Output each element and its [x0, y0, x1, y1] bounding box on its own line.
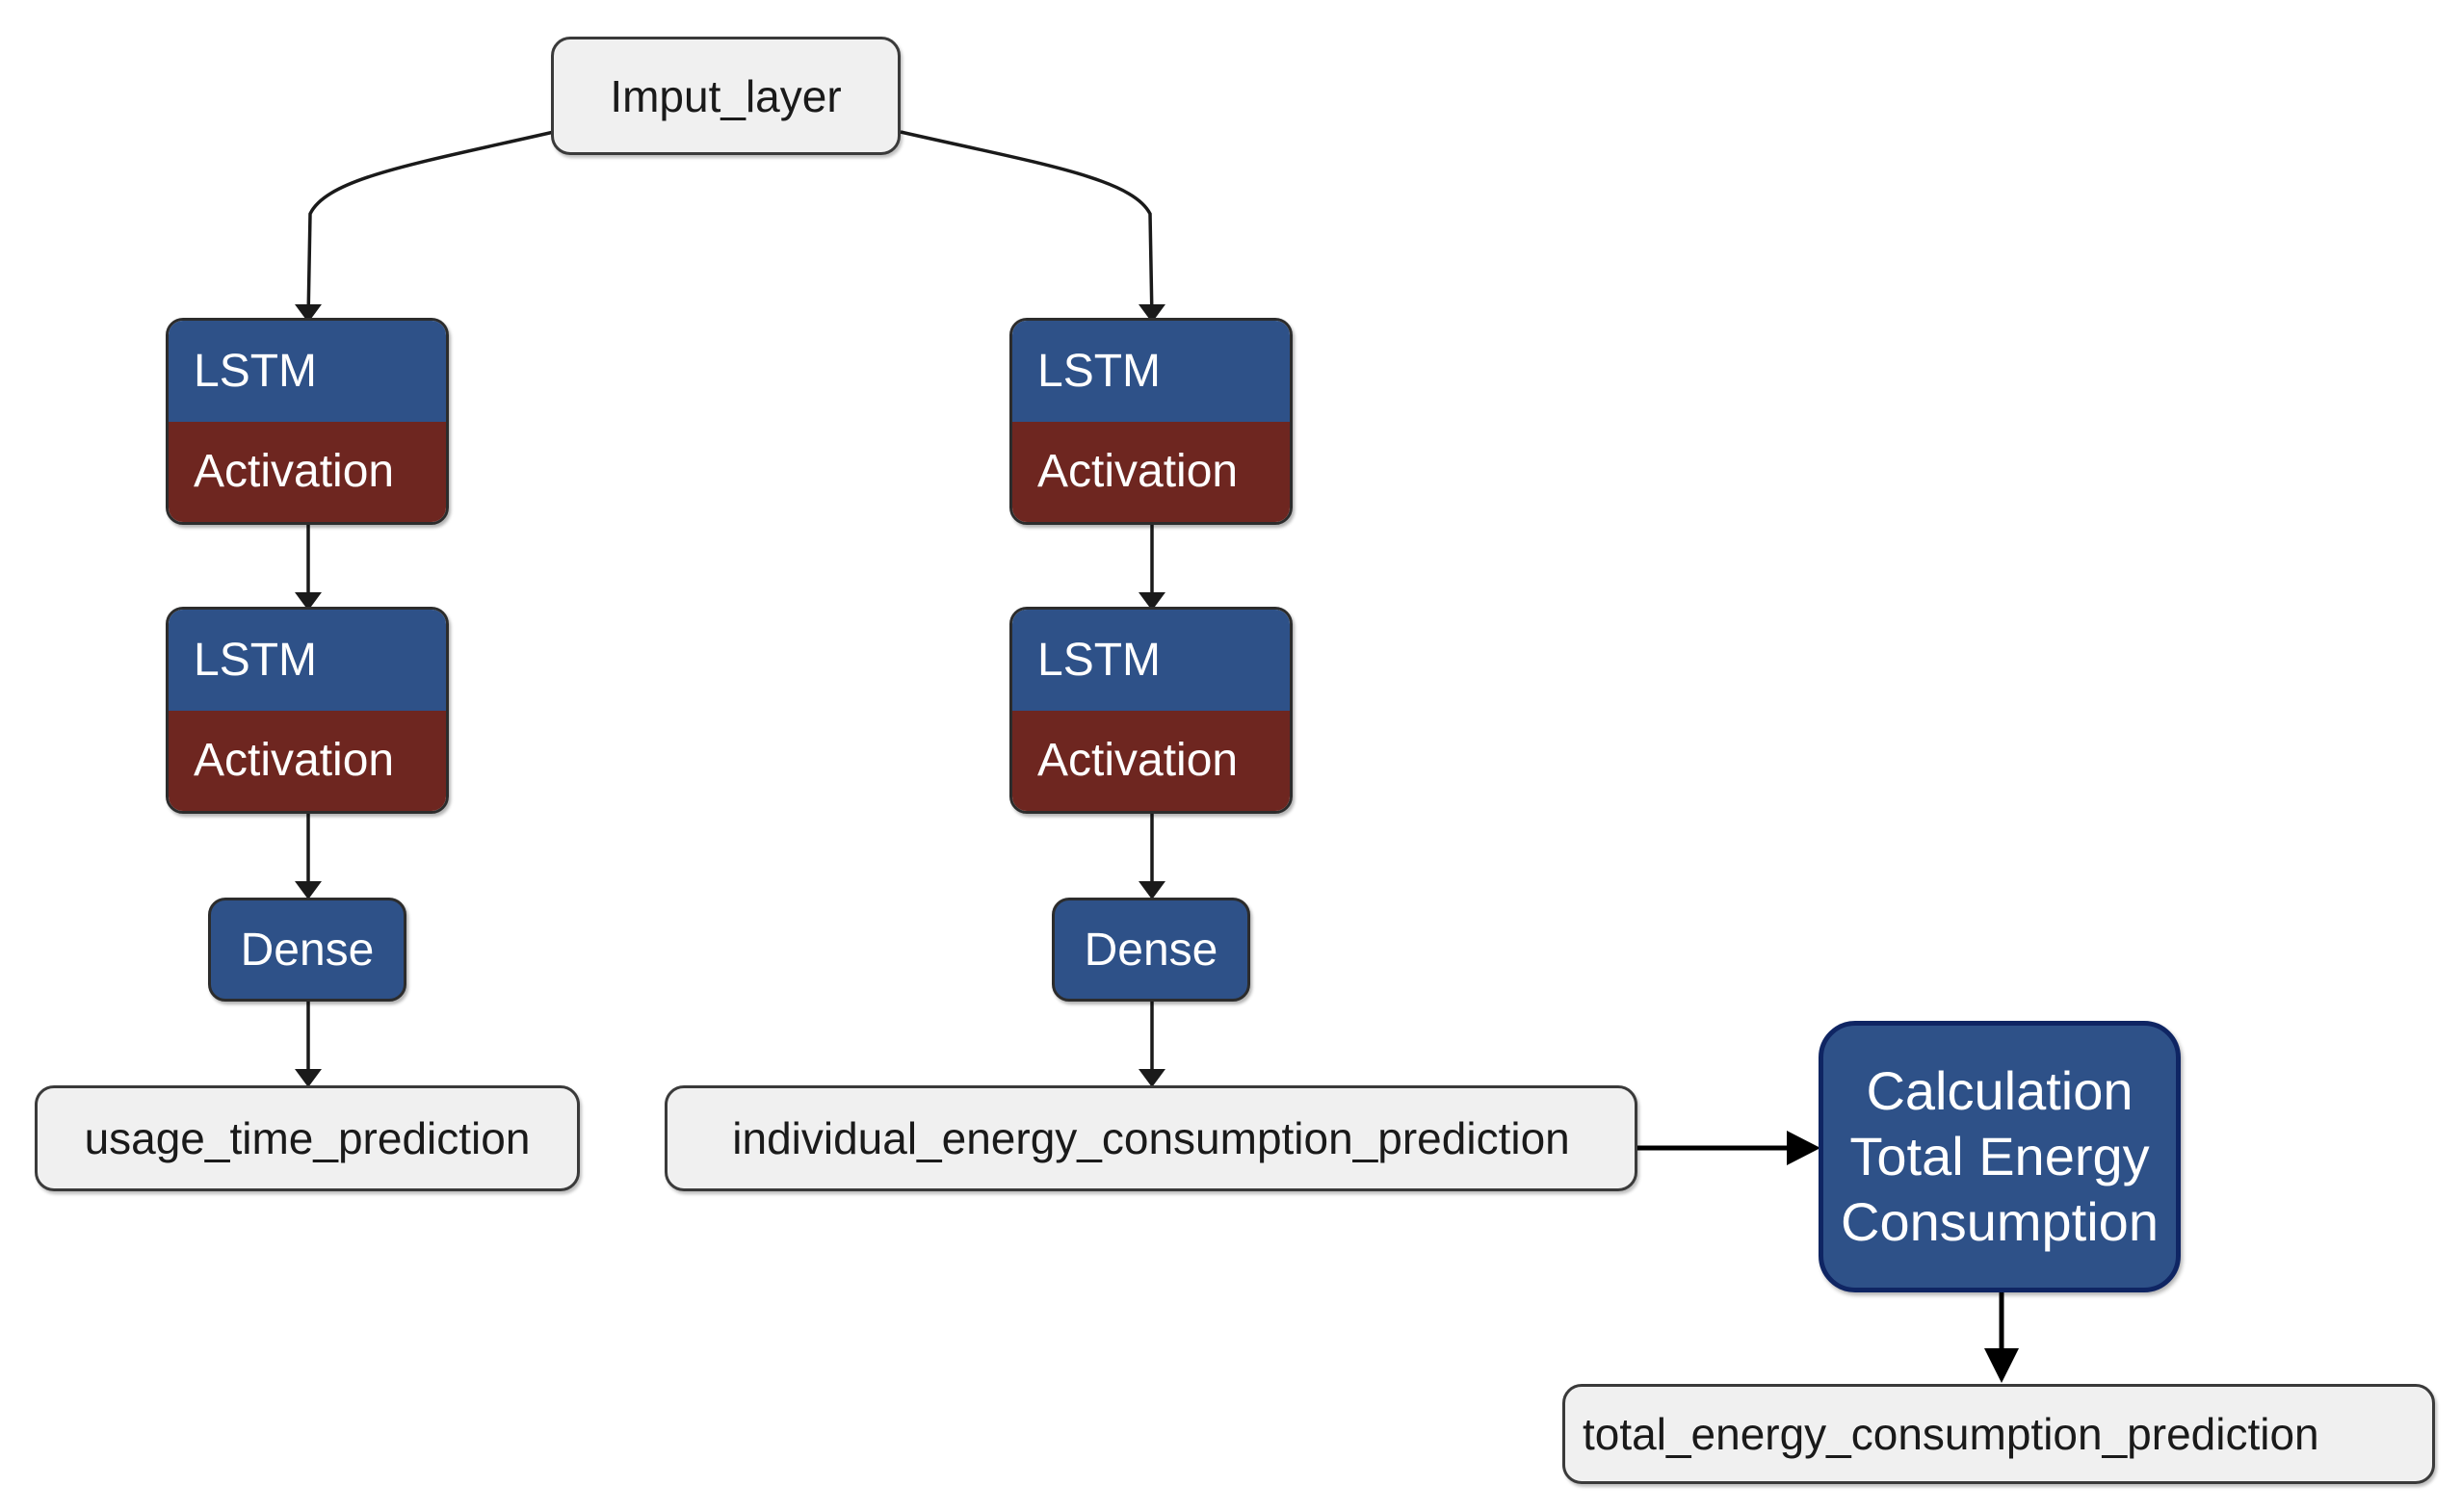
calculation-line-3: Consumption — [1841, 1191, 2159, 1252]
left-block1-to-block2-edge — [295, 525, 322, 611]
right-dense-node: Dense — [1052, 898, 1250, 1002]
calculation-line-2: Total Energy — [1849, 1126, 2150, 1186]
calculation-line-1: Calculation — [1866, 1060, 2134, 1121]
right-dense-to-output-edge — [1139, 1002, 1165, 1087]
total-energy-consumption-prediction-node: total_energy_consumption_prediction — [1562, 1384, 2435, 1484]
left-block2-to-dense-edge — [295, 814, 322, 899]
dense-label: Dense — [1084, 924, 1218, 976]
lstm-label: LSTM — [1012, 610, 1290, 711]
activation-label: Activation — [169, 710, 446, 811]
left-dense-node: Dense — [208, 898, 406, 1002]
left-dense-to-output-edge — [295, 1002, 322, 1087]
activation-label: Activation — [1012, 710, 1290, 811]
right-block1-to-block2-edge — [1139, 525, 1165, 611]
lstm-label: LSTM — [169, 321, 446, 422]
dense-label: Dense — [240, 924, 375, 976]
activation-label: Activation — [1012, 421, 1290, 522]
left-lstm-activation-block-2: LSTM Activation — [166, 607, 449, 814]
input-layer-node: Imput_layer — [551, 37, 901, 155]
input-to-left-edge — [295, 130, 555, 323]
right-lstm-activation-block-1: LSTM Activation — [1009, 318, 1293, 525]
lstm-label: LSTM — [1012, 321, 1290, 422]
calculation-total-energy-node: Calculation Total Energy Consumption — [1819, 1021, 2181, 1292]
left-lstm-activation-block-1: LSTM Activation — [166, 318, 449, 525]
usage-time-prediction-node: usage_time_prediction — [35, 1085, 580, 1191]
individual-energy-consumption-prediction-node: individual_energy_consumption_prediction — [665, 1085, 1637, 1191]
right-lstm-activation-block-2: LSTM Activation — [1009, 607, 1293, 814]
calculation-to-final-edge — [1984, 1290, 2019, 1383]
total-energy-consumption-prediction-label: total_energy_consumption_prediction — [1583, 1409, 2319, 1459]
lstm-label: LSTM — [169, 610, 446, 711]
right-block2-to-dense-edge — [1139, 814, 1165, 899]
individual-energy-consumption-prediction-label: individual_energy_consumption_prediction — [732, 1113, 1570, 1163]
input-layer-label: Imput_layer — [610, 70, 842, 121]
input-to-right-edge — [900, 130, 1165, 323]
usage-time-prediction-label: usage_time_prediction — [84, 1113, 531, 1163]
output-to-calculation-edge — [1637, 1131, 1820, 1165]
activation-label: Activation — [169, 421, 446, 522]
